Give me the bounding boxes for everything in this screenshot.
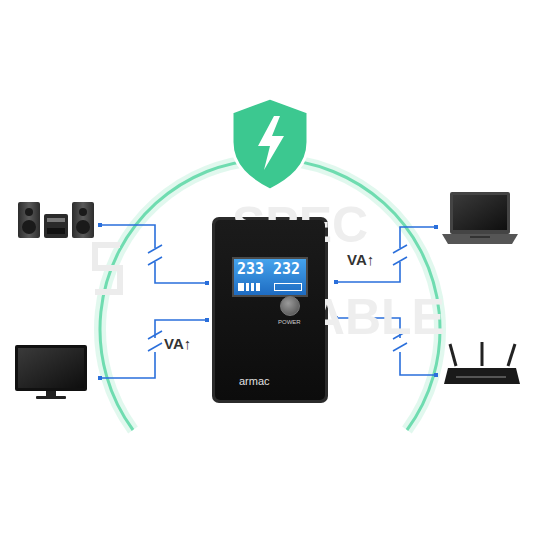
va-label: VA↑ <box>347 252 374 267</box>
brand-logo: armac <box>239 376 270 387</box>
monitor-icon <box>15 345 87 399</box>
watermark-logo <box>95 245 120 292</box>
shield-icon <box>232 98 308 190</box>
button-label: POWER <box>278 319 301 325</box>
ups-side-panel <box>212 217 328 403</box>
ups-unit: 233 232POWER armac <box>215 220 325 400</box>
voltage-reading: 233 <box>237 262 264 277</box>
va-label: VA↑ <box>164 336 191 351</box>
laptop-icon <box>442 192 518 244</box>
lcd-load-icon <box>274 283 302 291</box>
power-button <box>280 296 300 316</box>
router-icon <box>444 342 520 384</box>
lcd-display: 233 232 <box>232 257 308 297</box>
lcd-battery-bars <box>238 283 260 291</box>
speaker-icon <box>18 202 94 238</box>
voltage-reading: 232 <box>273 262 300 277</box>
